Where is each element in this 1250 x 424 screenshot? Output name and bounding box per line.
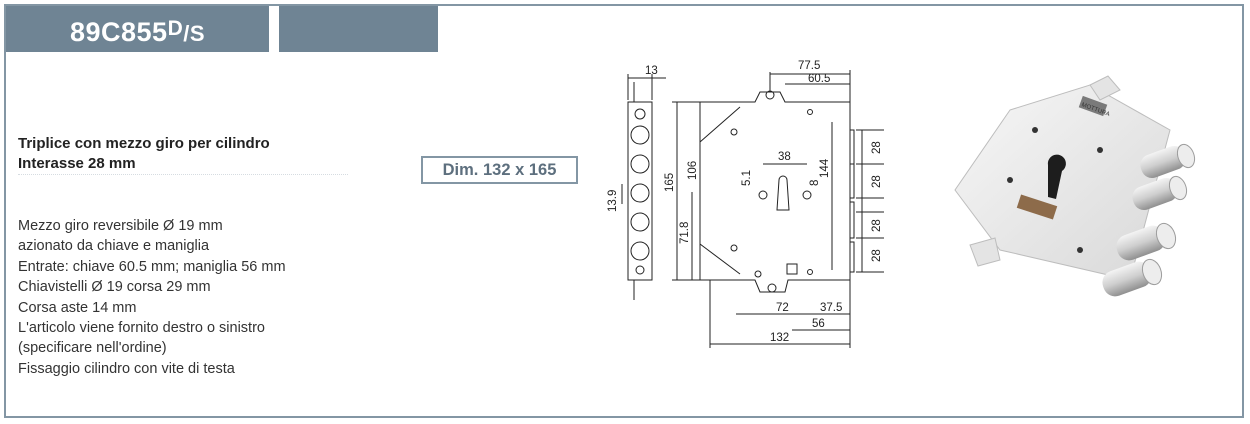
product-code-suffix: /S xyxy=(183,21,206,46)
dim-72: 72 xyxy=(776,302,789,314)
front-plate-hole xyxy=(634,108,646,120)
cylinder-hole xyxy=(776,175,790,211)
bolt-circle xyxy=(630,125,650,145)
product-code-tab: 89C855D/S xyxy=(6,6,269,52)
spec-item: Fissaggio cilindro con vite di testa xyxy=(18,360,235,377)
spec-item: Corsa aste 14 mm xyxy=(18,299,137,316)
product-code-sup: D xyxy=(167,17,184,40)
dim-28-d: 28 xyxy=(871,249,883,262)
dim-144: 144 xyxy=(819,158,831,178)
spec-item: Chiavistelli Ø 19 corsa 29 mm xyxy=(18,279,211,296)
lock-photo: MOTTURA xyxy=(954,75,1196,297)
dim-56: 56 xyxy=(812,318,825,330)
dim-38: 38 xyxy=(778,151,791,163)
subtitle-line-2: Interasse 28 mm xyxy=(18,155,136,172)
dim-132: 132 xyxy=(770,332,789,344)
dimensions-badge: Dim. 132 x 165 xyxy=(421,156,578,184)
dim-13-9: 13.9 xyxy=(607,190,619,212)
dim-8: 8 xyxy=(809,180,821,186)
dim-77-5: 77.5 xyxy=(798,60,820,72)
dim-165: 165 xyxy=(664,173,676,192)
front-plate-hole xyxy=(635,265,645,275)
dim-106: 106 xyxy=(687,161,699,180)
spec-item: Mezzo giro reversibile Ø 19 mm xyxy=(18,218,223,234)
spec-list: Mezzo giro reversibile Ø 19 mm azionato … xyxy=(18,216,286,379)
spec-item: Entrate: chiave 60.5 mm; maniglia 56 mm xyxy=(18,258,286,275)
latch-circle xyxy=(630,183,650,203)
product-code: 89C855 xyxy=(69,17,168,47)
front-plate xyxy=(627,101,653,281)
subtitle-line-1: Triplice con mezzo giro per cilindro xyxy=(18,135,270,152)
bolt-circle xyxy=(630,212,650,232)
dim-28-a: 28 xyxy=(871,141,883,154)
dim-13: 13 xyxy=(645,65,658,77)
product-photo: MOTTURA xyxy=(954,75,1196,297)
dim-71-8: 71.8 xyxy=(679,222,691,244)
spec-item: (specificare nell'ordine) xyxy=(18,340,167,357)
header-tab-blank xyxy=(279,6,438,52)
bolt-circle xyxy=(630,241,650,261)
technical-drawing: 13 13.9 77.5 60.5 38 5.1 8 144 165 106 7… xyxy=(607,60,884,348)
product-subtitle: Triplice con mezzo giro per cilindro Int… xyxy=(18,134,270,174)
separator xyxy=(18,174,348,175)
spec-item: azionato da chiave e maniglia xyxy=(18,238,210,255)
dim-5-1: 5.1 xyxy=(741,170,753,186)
dim-60-5: 60.5 xyxy=(808,73,830,85)
dim-37-5: 37.5 xyxy=(820,302,842,314)
page-frame xyxy=(4,4,1244,418)
dim-28-b: 28 xyxy=(871,175,883,188)
spec-item: L'articolo viene fornito destro o sinist… xyxy=(18,320,265,337)
bolt-circle xyxy=(630,154,650,174)
dim-28-c: 28 xyxy=(871,219,883,232)
